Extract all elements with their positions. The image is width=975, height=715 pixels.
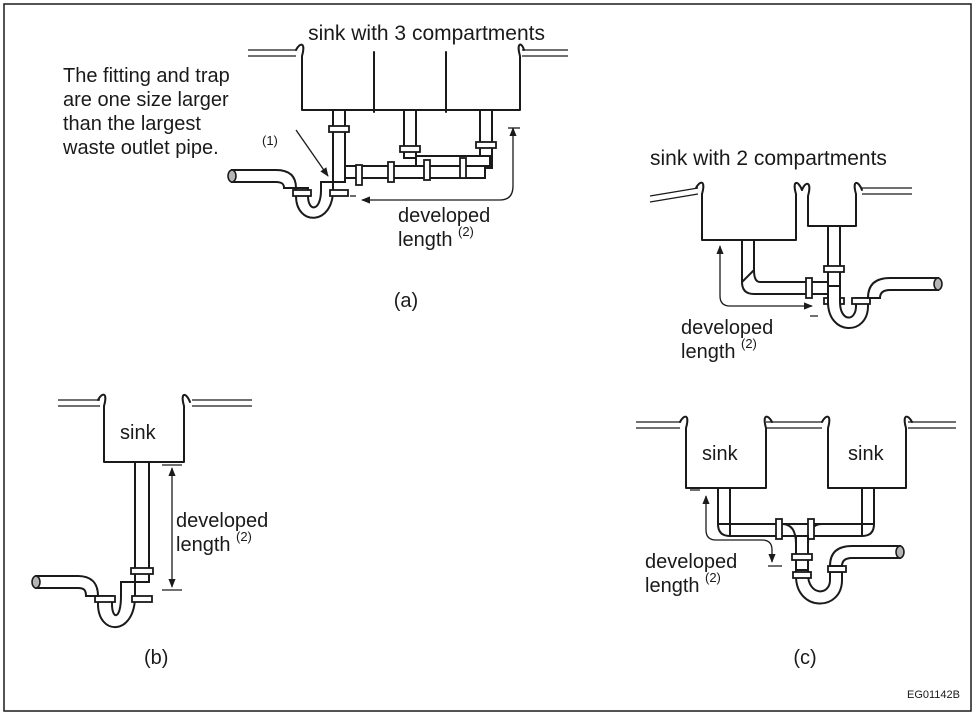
label-developed-2: developed [681, 317, 773, 339]
ticks-b [162, 464, 182, 591]
nut-a3 [475, 141, 497, 149]
label-length-b: length [176, 534, 231, 556]
label-length-a: length [398, 229, 453, 251]
dim-line-a [361, 127, 517, 204]
wall-pipe-end-b [31, 575, 41, 589]
ticks-c [690, 489, 782, 567]
counter-right-b [192, 399, 252, 407]
counter-left-2 [649, 187, 699, 203]
label-panel-a: (a) [394, 290, 418, 312]
trap-nut-b2 [94, 595, 116, 603]
counter-mid-c [766, 421, 822, 429]
label-length-sup-a: (2) [458, 224, 474, 239]
label-sink-c-right: sink [848, 443, 885, 465]
tailpiece-right-c [861, 487, 875, 525]
trap-nut-c [792, 571, 812, 579]
label-note-3: than the largest [63, 113, 201, 135]
trap-arm-2 [866, 277, 939, 299]
band-c1 [775, 518, 783, 540]
trap-arm-b [35, 575, 100, 597]
label-sink-3: sink with 3 compartments [308, 22, 545, 45]
band-a1 [387, 161, 395, 183]
label-panel-b: (b) [144, 647, 168, 669]
continuous-waste-a [345, 155, 491, 167]
label-developed-a: developed [398, 205, 490, 227]
tailpiece-left-c [717, 487, 731, 525]
label-panel-c: (c) [793, 647, 816, 669]
label-length-sup-b: (2) [236, 529, 252, 544]
panel-two-compartment [649, 181, 943, 329]
label-note-sup: (1) [262, 133, 278, 148]
sink-2-right-bowl [801, 182, 863, 227]
band-a2 [423, 159, 431, 181]
label-developed-c: developed [645, 551, 737, 573]
trap-nut-b [131, 595, 153, 603]
trap-nut-a [329, 189, 349, 197]
dim-line-c [702, 495, 776, 563]
label-length-sup-c: (2) [705, 570, 721, 585]
panel-a [227, 43, 568, 219]
label-developed-b: developed [176, 510, 268, 532]
label-sink-c-left: sink [702, 443, 739, 465]
counter-right-a [522, 49, 568, 57]
figure-code: EG01142B [907, 689, 960, 701]
tailpiece-right-2 [827, 225, 841, 287]
counter-left-a [248, 49, 296, 57]
label-length-c: length [645, 575, 700, 597]
panel-b [31, 393, 252, 629]
nut-c [791, 553, 813, 561]
wall-pipe-end-a [227, 169, 237, 183]
continuous-waste-2 [740, 267, 829, 295]
tailpiece-c [795, 535, 809, 571]
sink-3-dividers [373, 51, 447, 113]
label-note-4: waste outlet pipe. [62, 137, 219, 159]
sink-2-left-bowl [695, 181, 803, 241]
trap-arm-c [828, 545, 901, 567]
label-sink-2: sink with 2 compartments [650, 147, 887, 170]
ticks-2 [706, 239, 818, 317]
trap-nut-2 [851, 297, 871, 305]
tailpiece-b [134, 461, 150, 583]
trap-nut-a2 [292, 189, 312, 197]
p-trap-a [295, 181, 334, 219]
nut-a2 [399, 145, 421, 153]
label-length-sup-2: (2) [741, 336, 757, 351]
dim-line-2 [716, 245, 813, 310]
nut-2a [823, 265, 845, 273]
label-note-2: are one size larger [63, 89, 229, 111]
counter-right-c [908, 421, 956, 429]
counter-left-c [636, 421, 680, 429]
wall-pipe-end-2 [933, 277, 943, 291]
counter-right-2 [862, 187, 912, 195]
nut-a1 [328, 125, 350, 133]
label-sink-b: sink [120, 422, 157, 444]
nut-b [130, 567, 154, 575]
counter-left-b [58, 399, 100, 407]
p-trap-2 [827, 285, 869, 329]
figure-border [3, 3, 972, 712]
note-arrow-a [295, 129, 329, 177]
band-a3 [459, 157, 467, 179]
band-a4 [355, 164, 363, 186]
tailpiece-left-a [332, 109, 346, 183]
band-2a [805, 277, 813, 299]
panel-c [636, 415, 956, 605]
label-length-2: length [681, 341, 736, 363]
wall-pipe-end-c [895, 545, 905, 559]
band-c2 [807, 518, 815, 540]
sink-3-body [295, 43, 525, 111]
p-trap-b [97, 581, 136, 629]
label-note-1: The fitting and trap [63, 65, 230, 87]
trap-arm-a [231, 169, 298, 189]
